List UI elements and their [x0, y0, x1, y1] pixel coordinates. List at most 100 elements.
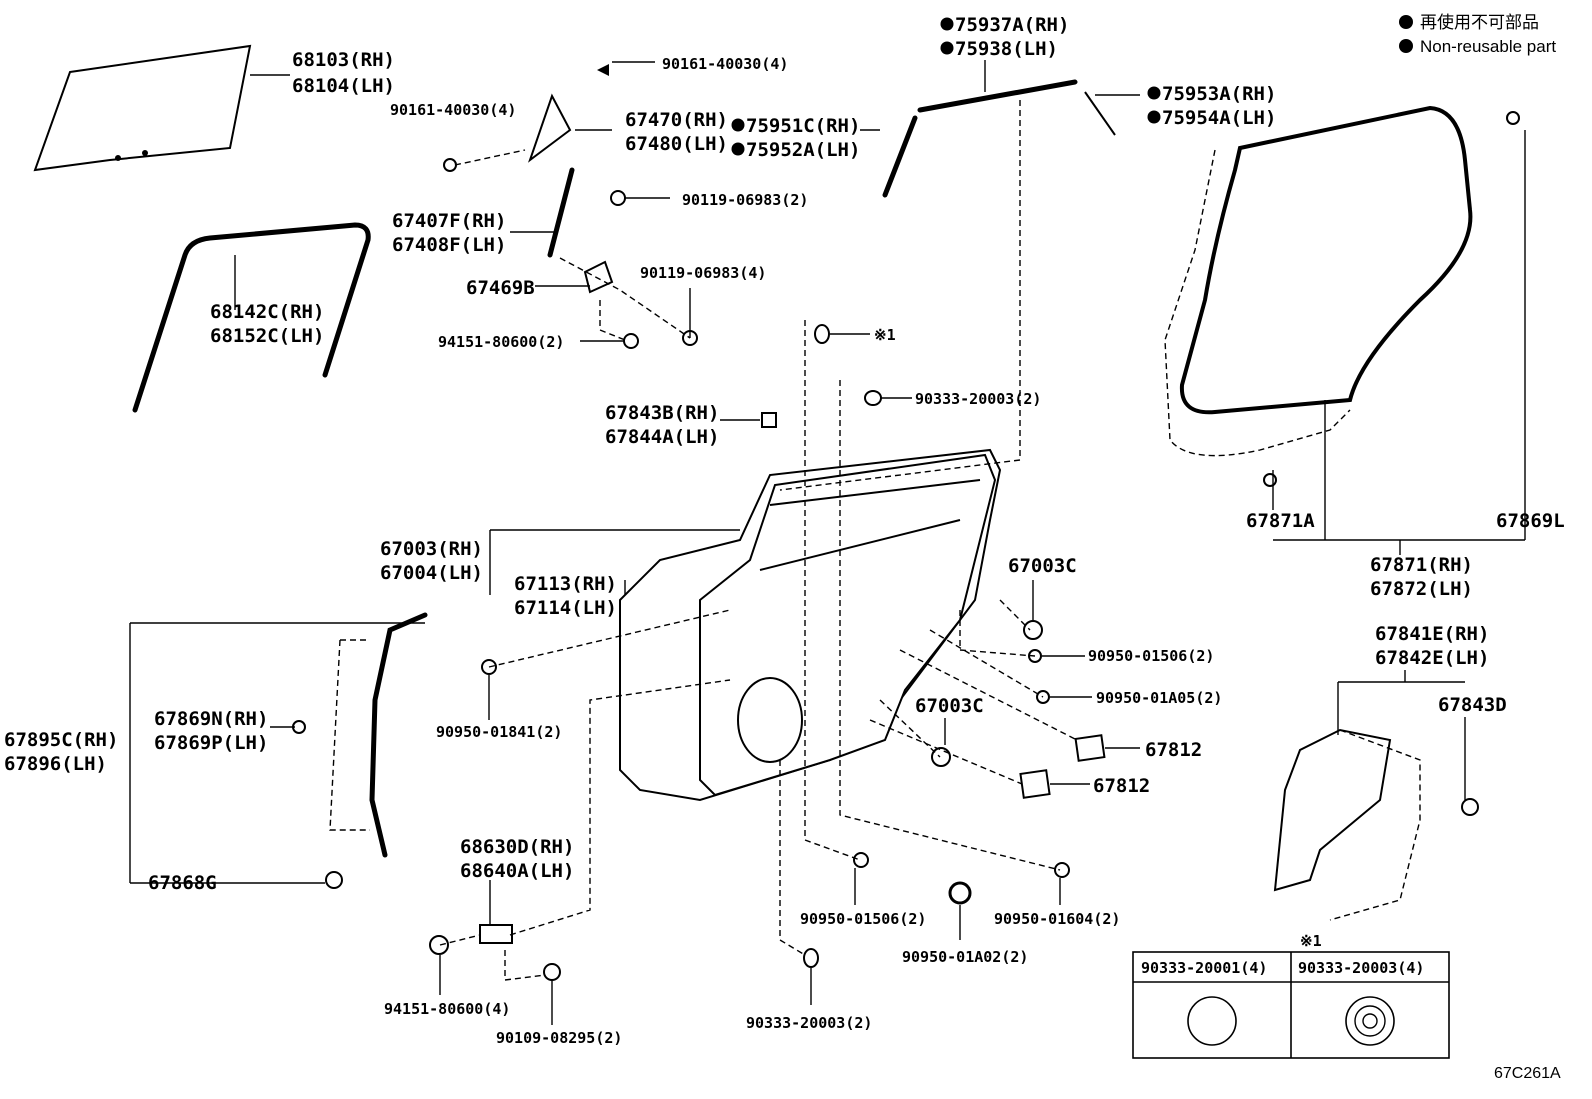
hole-plug-icon	[1054, 862, 1070, 878]
plug-icon	[814, 324, 830, 344]
part-label: 90950-01506(2)	[1088, 647, 1214, 665]
non-reusable-bullet-icon	[940, 41, 954, 55]
part-label: 67871(RH)	[1370, 554, 1473, 576]
plug-icon	[803, 948, 819, 968]
fasteners	[292, 64, 1520, 981]
ringed-plug-inner-icon	[1354, 1005, 1386, 1037]
part-label: 67470(RH)	[625, 109, 728, 131]
clip-icon	[1263, 473, 1277, 487]
glass-clip-icon	[142, 150, 148, 156]
part-label: 67844A(LH)	[605, 426, 719, 448]
part-label: 67842E(LH)	[1375, 647, 1489, 669]
non-reusable-bullet-icon	[1147, 110, 1161, 124]
part-labels: 68103(RH) 68104(LH) 90161-40030(4) 90161…	[4, 14, 1565, 1047]
part-label: 67114(LH)	[514, 597, 617, 619]
part-label: 67872(LH)	[1370, 578, 1473, 600]
belt-moulding-shape	[1084, 91, 1116, 136]
seal-pad-icon	[1019, 769, 1051, 799]
flat-plug-icon	[1187, 996, 1237, 1046]
division-bar-shape	[547, 167, 575, 258]
belt-moulding-shape	[917, 79, 1078, 113]
part-label: 67812	[1093, 775, 1150, 797]
part-label: 68142C(RH)	[210, 301, 324, 323]
part-label: ※1	[874, 326, 896, 344]
part-label: 75938(LH)	[955, 38, 1058, 60]
screw-icon	[443, 158, 457, 172]
part-label: 90119-06983(4)	[640, 264, 766, 282]
weatherstrip-shape	[1179, 105, 1473, 415]
part-label: 94151-80600(4)	[384, 1000, 510, 1018]
part-label: 67871A	[1246, 510, 1315, 532]
part-label: 90950-01A05(2)	[1096, 689, 1222, 707]
part-label: 90950-01A02(2)	[902, 948, 1028, 966]
non-reusable-bullet-icon	[731, 118, 745, 132]
table-col1-header: 90333-20001(4)	[1141, 959, 1267, 977]
part-label: 67868G	[148, 872, 217, 894]
clip-icon	[325, 871, 343, 889]
part-label: 67003C	[915, 695, 984, 717]
part-label: 90161-40030(4)	[390, 101, 516, 119]
part-label: 67843B(RH)	[605, 402, 719, 424]
bolt-icon	[543, 963, 561, 981]
hole-plug-icon	[853, 852, 869, 868]
non-reusable-bullet-icon	[1399, 39, 1413, 53]
part-label: 75937A(RH)	[955, 14, 1069, 36]
cushion-icon	[1023, 620, 1043, 640]
part-label: 75951C(RH)	[746, 115, 860, 137]
leader-lines	[129, 60, 1526, 1025]
plug-icon	[864, 390, 882, 406]
nut-icon	[429, 935, 449, 955]
ringed-plug-center-icon	[1362, 1013, 1378, 1029]
part-label: 90950-01841(2)	[436, 723, 562, 741]
part-label: 67869P(LH)	[154, 732, 268, 754]
part-label: 68640A(LH)	[460, 860, 574, 882]
belt-moulding-shape	[882, 115, 918, 198]
part-label: 90950-01506(2)	[800, 910, 926, 928]
part-label: 68630D(RH)	[460, 836, 574, 858]
part-label: 67113(RH)	[514, 573, 617, 595]
part-label: 67812	[1145, 739, 1202, 761]
part-label: 67869N(RH)	[154, 708, 268, 730]
legend-jp-text: 再使用不可部品	[1420, 12, 1539, 32]
legend: 再使用不可部品 Non-reusable part	[1399, 12, 1556, 56]
part-label: 67843D	[1438, 694, 1507, 716]
cushion-icon	[931, 747, 951, 767]
figure-code: 67C261A	[1494, 1065, 1561, 1082]
table-note: ※1	[1300, 932, 1322, 950]
non-reusable-bullet-icon	[1147, 86, 1161, 100]
nut-icon	[623, 333, 639, 349]
part-label: 67003(RH)	[380, 538, 483, 560]
bracket-shape	[583, 260, 614, 294]
part-label: 67407F(RH)	[392, 210, 506, 232]
non-reusable-markers	[731, 17, 1161, 156]
part-label: 75952A(LH)	[746, 139, 860, 161]
hinge-shape	[479, 924, 513, 944]
part-label: 67869L	[1496, 510, 1565, 532]
part-label: 90333-20003(2)	[746, 1014, 872, 1032]
glass-run-shape	[132, 222, 371, 413]
part-label: 68103(RH)	[292, 49, 395, 71]
door-glass-shape	[33, 44, 252, 172]
part-label: 67469B	[466, 277, 535, 299]
part-shapes	[33, 44, 1473, 944]
part-label: 67408F(LH)	[392, 234, 506, 256]
seal-pad-icon	[1074, 734, 1106, 762]
part-label: 67896(LH)	[4, 753, 107, 775]
non-reusable-bullet-icon	[731, 142, 745, 156]
part-label: 75953A(RH)	[1162, 83, 1276, 105]
part-label: 90109-08295(2)	[496, 1029, 622, 1047]
speaker-hole-shape	[737, 677, 803, 763]
legend-en-text: Non-reusable part	[1420, 37, 1556, 56]
part-label: 67004(LH)	[380, 562, 483, 584]
bolt-icon	[610, 190, 626, 206]
clip-icon	[1461, 798, 1479, 816]
part-label: 90950-01604(2)	[994, 910, 1120, 928]
part-label: 67480(LH)	[625, 133, 728, 155]
clip-icon	[1506, 111, 1520, 125]
glass-clip-icon	[115, 155, 121, 161]
part-label: 90161-40030(4)	[662, 55, 788, 73]
part-label: 68104(LH)	[292, 75, 395, 97]
screw-icon	[597, 64, 609, 76]
service-cover-shape	[1329, 729, 1421, 921]
